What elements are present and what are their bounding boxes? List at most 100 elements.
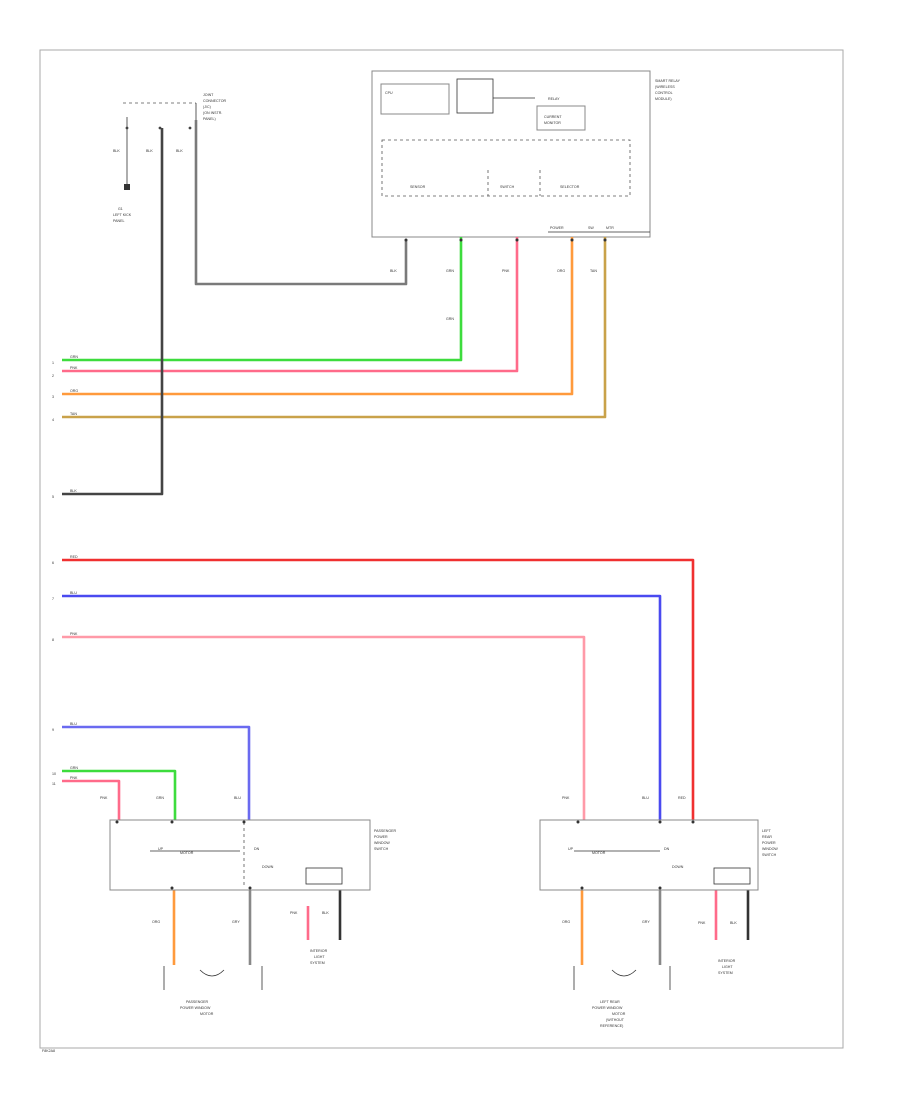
right-switch-inner-dn: DN — [664, 847, 670, 851]
wire-gry-module-ground — [194, 120, 408, 286]
left-motor-label-line: PASSENGER — [186, 1000, 209, 1004]
diagram-frame — [39, 49, 844, 1049]
terminal-wire-label: GRN — [70, 766, 78, 770]
right-switch-wire-blu: BLU — [642, 796, 649, 800]
module-wire-label-blk: BLK — [390, 269, 397, 273]
module-block-switch: SWITCH — [500, 185, 515, 189]
left-terminals: 1GRN2PNK3ORG4TAN5BLK6RED7BLU8PNK9BLU10GR… — [52, 355, 78, 786]
wire-pnk-11 — [62, 779, 121, 820]
right-switch-label: LEFT REAR POWER WINDOW SWITCH — [762, 829, 779, 857]
right-motor-label-line: REFERENCE) — [600, 1024, 623, 1028]
right-switch-bottom-blk: BLK — [730, 921, 737, 925]
ground-symbol: G1 LEFT KICK PANEL — [113, 184, 132, 223]
module-label-line: SMART RELAY — [655, 79, 681, 83]
right-switch-label-line: POWER — [762, 841, 776, 845]
wire-grn-10 — [62, 769, 177, 820]
terminal-wire-label: BLU — [70, 722, 77, 726]
left-switch-wire-blu: BLU — [234, 796, 241, 800]
left-switch-label-line: WINDOW — [374, 841, 390, 845]
module-sub-label-line: MONITOR — [544, 121, 561, 125]
left-lamp-label: INTERIOR LIGHT SYSTEM — [310, 949, 328, 965]
left-motor-label-line: POWER WINDOW — [180, 1006, 211, 1010]
module-sub-label-line: CURRENT — [544, 115, 562, 119]
left-switch-label-line: PASSENGER — [374, 829, 397, 833]
connection-dots — [115, 238, 695, 890]
terminal-number: 3 — [52, 395, 54, 399]
footer-code: F8K2A8 — [42, 1049, 55, 1053]
left-switch-bottom-org: ORG — [152, 920, 160, 924]
left-switch-wire-grn: GRN — [156, 796, 164, 800]
right-switch-label-line: SWITCH — [762, 853, 777, 857]
module-block-sensor: SENSOR — [410, 185, 426, 189]
module-block-selector: SELECTOR — [560, 185, 580, 189]
right-switch-wire-red: RED — [678, 796, 686, 800]
left-switch-inner-up: UP — [158, 847, 164, 851]
module-label-line: (WIRELESS — [655, 85, 675, 89]
jc-label-line: (J/C) — [203, 105, 211, 109]
wire-pnk-8 — [62, 635, 586, 820]
terminal-wire-label: PNK — [70, 366, 78, 370]
jc-wire-label-3: BLK — [176, 149, 183, 153]
right-switch-bottom-org: ORG — [562, 920, 570, 924]
module-wire-label-grn-2: GRN — [446, 317, 454, 321]
right-switch-bottom-pnk: PNK — [698, 921, 706, 925]
terminal-wire-label: RED — [70, 555, 78, 559]
ground-label-line: LEFT KICK — [113, 213, 132, 217]
module-bottom-power: POWER — [550, 226, 564, 230]
right-motor-label-line: POWER WINDOW — [592, 1006, 623, 1010]
terminal-number: 2 — [52, 374, 54, 378]
right-switch-label-line: LEFT — [762, 829, 772, 833]
right-lamp-label-line: LIGHT — [722, 965, 733, 969]
wire-tan-4 — [62, 237, 607, 419]
terminal-number: 7 — [52, 597, 54, 601]
wires — [62, 120, 750, 965]
left-switch-wire-pnk: PNK — [100, 796, 108, 800]
right-lamp-label: INTERIOR LIGHT SYSTEM — [718, 959, 736, 975]
module-label: SMART RELAY (WIRELESS CONTROL MODULE) — [655, 79, 681, 101]
terminal-number: 8 — [52, 638, 54, 642]
module-wire-label-org: ORG — [557, 269, 565, 273]
terminal-number: 4 — [52, 418, 54, 422]
terminal-number: 5 — [52, 495, 54, 499]
terminal-wire-label: GRN — [70, 355, 78, 359]
wire-org-3 — [62, 237, 574, 396]
right-switch-label-line: REAR — [762, 835, 772, 839]
left-lamp-label-line: SYSTEM — [310, 961, 325, 965]
module-wire-label-pnk: PNK — [502, 269, 510, 273]
terminal-wire-label: BLK — [70, 489, 77, 493]
jc-label-line: CONNECTOR — [203, 99, 226, 103]
terminal-number: 11 — [52, 782, 56, 786]
module-cpu-label: CPU — [385, 91, 393, 95]
left-switch-bottom-blk: BLK — [322, 911, 329, 915]
module-wire-label-grn: GRN — [446, 269, 454, 273]
left-switch-inner-dn: DN — [254, 847, 260, 851]
terminal-number: 1 — [52, 361, 54, 365]
smart-relay-module: SMART RELAY (WIRELESS CONTROL MODULE) CP… — [371, 70, 681, 321]
left-switch-inner-down: DOWN — [262, 865, 274, 869]
left-switch-label: PASSENGER POWER WINDOW SWITCH — [374, 829, 397, 851]
module-label-line: MODULE) — [655, 97, 672, 101]
module-bottom-mtr: MTR — [606, 226, 614, 230]
right-switch-wire-pnk: PNK — [562, 796, 570, 800]
left-rear-power-window-switch: LEFT REAR POWER WINDOW SWITCH PNK BLU RE… — [539, 796, 779, 1028]
ground-label-line: G1 — [118, 207, 123, 211]
right-switch-inner-motor: MOTOR — [592, 851, 606, 855]
terminal-wire-label: PNK — [70, 632, 78, 636]
jc-label-line: JOINT — [203, 93, 214, 97]
terminal-number: 9 — [52, 728, 54, 732]
jc-label-line: (ON INSTR. — [203, 111, 222, 115]
terminal-wire-label: PNK — [70, 776, 78, 780]
module-label-line: CONTROL — [655, 91, 673, 95]
jc-wire-label-2: BLK — [146, 149, 153, 153]
wire-grn-1 — [62, 237, 463, 362]
module-bottom-sw: SW — [588, 226, 594, 230]
right-motor-label: LEFT REAR POWER WINDOW MOTOR (WITHOUT RE… — [592, 1000, 626, 1028]
wire-blu-7 — [62, 594, 662, 820]
right-switch-label-line: WINDOW — [762, 847, 778, 851]
terminal-number: 6 — [52, 561, 54, 565]
wire-pnk-2 — [62, 237, 519, 373]
jc-wire-label-1: BLK — [113, 149, 120, 153]
right-motor-label-line: MOTOR — [612, 1012, 626, 1016]
